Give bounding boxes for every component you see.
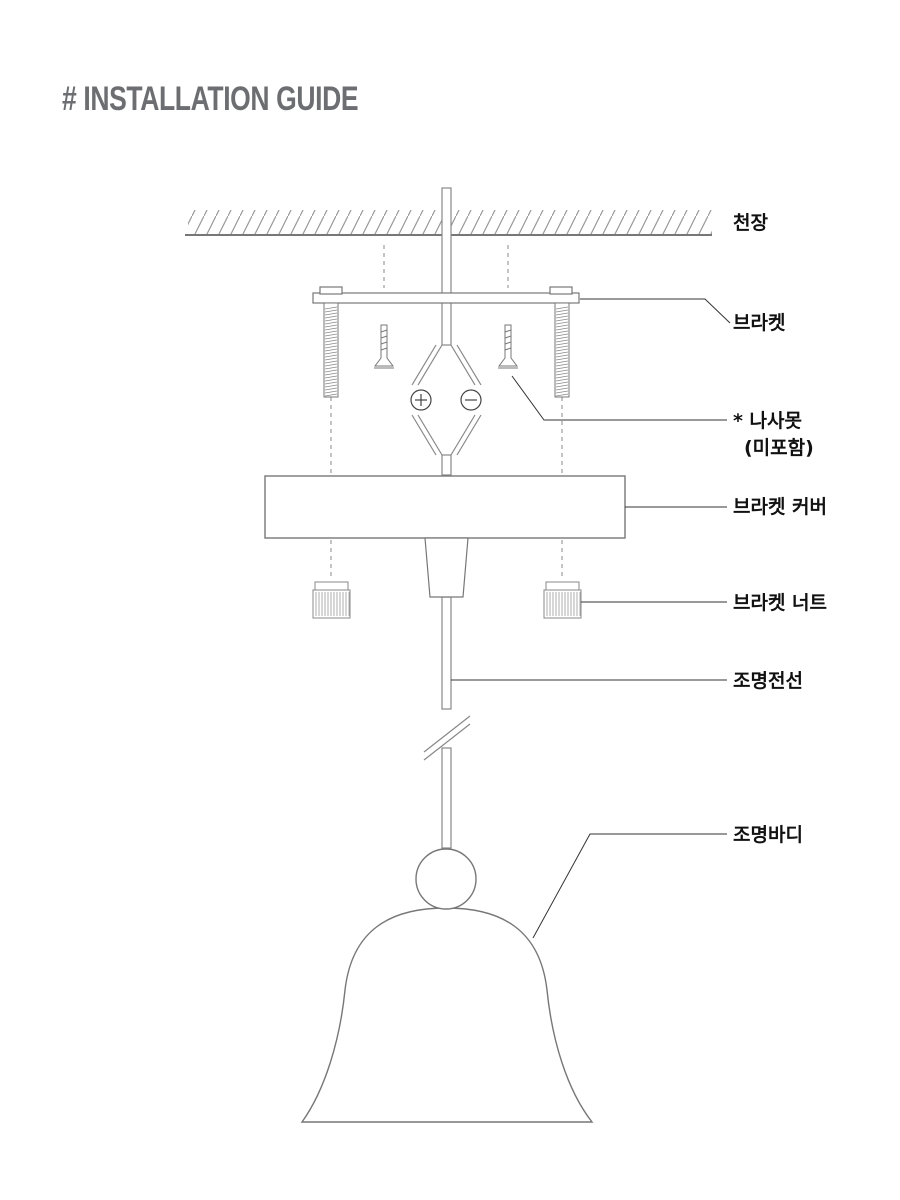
bracket-cover [264, 475, 626, 598]
label-wire: 조명전선 [733, 670, 803, 692]
screw-left-icon [374, 324, 394, 369]
label-screw: * 나사못 [733, 410, 802, 432]
leader-lines [451, 298, 731, 939]
bracket-nut-right [543, 581, 582, 619]
dashed-guides [330, 245, 563, 580]
page-title: # INSTALLATION GUIDE [62, 80, 359, 118]
bracket [312, 286, 580, 304]
wire-split [411, 344, 482, 456]
label-bracket-nut: 브라켓 너트 [733, 592, 828, 614]
bracket-nut-left [312, 581, 351, 619]
center-wire [441, 187, 452, 849]
bracket-bolt-left [323, 302, 339, 398]
minus-terminal-icon [460, 389, 482, 411]
screw-right-icon [498, 324, 518, 369]
lamp-body [300, 848, 594, 1123]
plus-terminal-icon [410, 389, 432, 411]
label-body: 조명바디 [733, 824, 803, 846]
bracket-bolt-right [554, 302, 570, 398]
label-bracket: 브라켓 [733, 312, 786, 334]
label-screw-note: (미포함) [744, 437, 814, 459]
label-ceiling: 천장 [733, 212, 768, 234]
label-bracket-cover: 브라켓 커버 [733, 496, 828, 518]
wire-break-icon [423, 715, 471, 761]
